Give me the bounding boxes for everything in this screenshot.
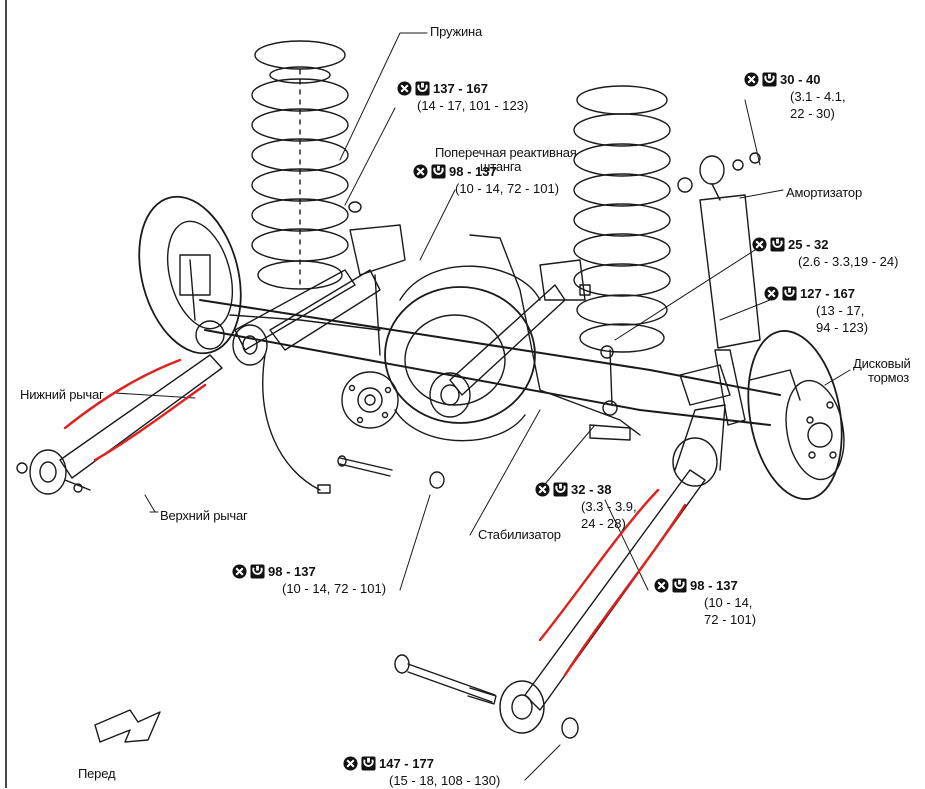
no-reuse-icon: [232, 564, 247, 579]
long-bolt: [394, 654, 579, 739]
label-lateral-rod-line2: штанга: [480, 159, 522, 174]
torque-alt-units: (15 - 18, 108 - 130): [389, 773, 501, 788]
torque-alt-units: (3.1 - 4.1,: [790, 89, 846, 104]
torque-alt-units: (2.6 - 3.3,19 - 24): [798, 254, 899, 269]
torque-wrench-icon: [672, 578, 687, 593]
label-disc-brake-line2: тормоз: [868, 370, 910, 385]
no-reuse-icon: [654, 578, 669, 593]
label-spring: Пружина: [430, 24, 483, 39]
lower-arm-right: [499, 364, 731, 734]
torque-spec: 137 - 167 (14 - 17, 101 - 123): [397, 80, 528, 114]
torque-spec: 25 - 32 (2.6 - 3.3,19 - 24): [752, 236, 898, 270]
leader-lines: [114, 32, 851, 781]
torque-spec: 32 - 38 (3.3 - 3.9, 24 - 28): [535, 481, 637, 532]
brake-hose: [262, 354, 321, 491]
label-lateral-rod-line1: Поперечная реактивная: [435, 145, 577, 160]
torque-alt-units: 72 - 101): [704, 612, 757, 627]
torque-spec: 98 - 137 (10 - 14, 72 - 101): [413, 163, 559, 197]
torque-alt-units: (3.3 - 3.9,: [581, 499, 637, 514]
torque-nm: 137 - 167: [433, 81, 488, 96]
right-disc-brake: [747, 330, 845, 500]
torque-spec: 98 - 137 (10 - 14, 72 - 101): [654, 577, 756, 628]
upper-arm-left: [232, 269, 356, 366]
torque-alt-units: (10 - 14, 72 - 101): [282, 581, 387, 596]
torque-alt-units: (13 - 17,: [816, 303, 865, 318]
torque-wrench-icon: [361, 756, 376, 771]
no-reuse-icon: [535, 482, 550, 497]
no-reuse-icon: [752, 237, 767, 252]
torque-nm: 98 - 137: [268, 564, 316, 579]
torque-wrench-icon: [431, 164, 446, 179]
torque-nm: 32 - 38: [571, 482, 612, 497]
stabilizer-bar: [469, 234, 641, 441]
flange: [341, 371, 399, 429]
torque-wrench-icon: [770, 237, 785, 252]
no-reuse-icon: [343, 756, 358, 771]
no-reuse-icon: [764, 286, 779, 301]
label-shock: Амортизатор: [786, 185, 862, 200]
torque-wrench-icon: [250, 564, 265, 579]
torque-wrench-icon: [553, 482, 568, 497]
no-reuse-icon: [413, 164, 428, 179]
torque-wrench-icon: [762, 72, 777, 87]
torque-alt-units: (10 - 14,: [704, 595, 753, 610]
lateral-rod: [269, 224, 586, 418]
torque-spec: 30 - 40 (3.1 - 4.1, 22 - 30): [744, 71, 846, 122]
axle-housing: [199, 265, 781, 442]
torque-alt-units: 24 - 28): [581, 516, 626, 531]
torque-alt-units: (14 - 17, 101 - 123): [417, 98, 529, 113]
label-front: Перед: [78, 766, 116, 781]
label-upper-arm: Верхний рычаг: [160, 508, 248, 523]
torque-nm: 25 - 32: [788, 237, 829, 252]
torque-wrench-icon: [415, 81, 430, 96]
right-spring: [573, 85, 671, 353]
torque-spec: 98 - 137 (10 - 14, 72 - 101): [232, 563, 386, 597]
label-lower-arm: Нижний рычаг: [20, 387, 104, 402]
lower-arm-left: [16, 320, 225, 495]
label-disc-brake-line1: Дисковый: [853, 356, 911, 371]
torque-spec: 147 - 177 (15 - 18, 108 - 130): [343, 755, 500, 789]
torque-alt-units: (10 - 14, 72 - 101): [455, 181, 560, 196]
torque-nm: 127 - 167: [800, 286, 855, 301]
torque-alt-units: 22 - 30): [790, 106, 835, 121]
label-stabilizer: Стабилизатор: [478, 527, 561, 542]
torque-spec: 127 - 167 (13 - 17, 94 - 123): [764, 285, 868, 336]
torque-nm: 98 - 137: [690, 578, 738, 593]
no-reuse-icon: [397, 81, 412, 96]
left-brake-drum: [138, 195, 242, 355]
torque-wrench-icon: [782, 286, 797, 301]
left-spring: [251, 40, 349, 291]
shock-absorber: [677, 152, 761, 426]
no-reuse-icon: [744, 72, 759, 87]
torque-alt-units: 94 - 123): [816, 320, 869, 335]
torque-nm: 30 - 40: [780, 72, 821, 87]
highlight-marks: [63, 358, 687, 677]
front-arrow-icon: [94, 709, 161, 743]
nut: [561, 717, 579, 739]
fasteners: [337, 201, 591, 489]
torque-nm: 147 - 177: [379, 756, 434, 771]
torque-nm: 98 - 137: [449, 164, 497, 179]
